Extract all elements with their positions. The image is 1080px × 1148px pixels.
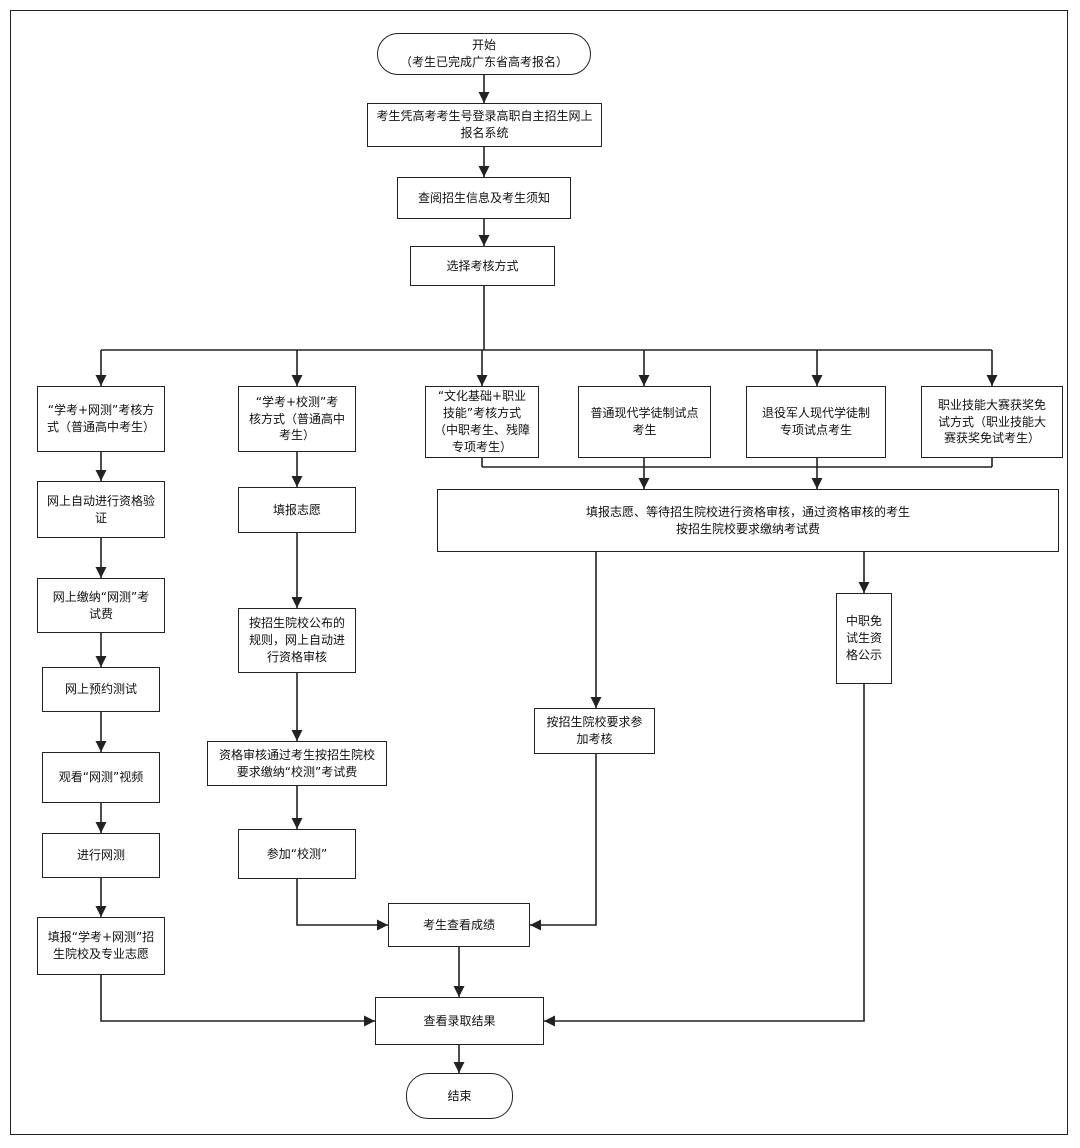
node-book-test: 网上预约测试 xyxy=(42,667,160,712)
node-auto-verify: 网上自动进行资格验 证 xyxy=(37,481,165,538)
node-read-info: 查阅招生信息及考生须知 xyxy=(397,177,571,219)
node-attend-assessment: 按招生院校要求参 加考核 xyxy=(534,708,655,754)
node-pay-wangce-fee: 网上缴纳“网测”考 试费 xyxy=(37,578,165,633)
node-method-veteran: 退役军人现代学徒制 专项试点考生 xyxy=(746,386,886,458)
node-method-wenhua-zhiye: “文化基础+职业 技能”考核方式 （中职考生、残障 专项考生） xyxy=(425,386,539,458)
node-do-wangce: 进行网测 xyxy=(42,833,160,878)
node-fill-wish-review: 填报志愿、等待招生院校进行资格审核，通过资格审核的考生 按招生院校要求缴纳考试费 xyxy=(437,489,1059,552)
arrow-publicity-to-result xyxy=(544,684,865,1027)
node-pay-xiaoce-fee: 资格审核通过考生按招生院校 要求缴纳“校测”考试费 xyxy=(207,741,387,786)
arrow-col1-to-result xyxy=(100,975,375,1027)
node-view-admission: 查看录取结果 xyxy=(375,997,544,1045)
diagram-frame xyxy=(10,10,1068,1135)
node-method-apprentice: 普通现代学徒制试点 考生 xyxy=(578,386,711,458)
node-fill-wish: 填报志愿 xyxy=(238,487,356,533)
node-start: 开始 （考生已完成广东省高考报名） xyxy=(377,33,591,75)
arrow-col2-to-score xyxy=(296,879,388,931)
node-end: 结束 xyxy=(406,1073,513,1119)
node-choose-method: 选择考核方式 xyxy=(410,246,555,286)
node-exempt-publicity: 中职免 试生资 格公示 xyxy=(836,593,892,684)
node-method-competition: 职业技能大赛获奖免 试方式（职业技能大 赛获奖免试考生） xyxy=(921,386,1063,458)
arrow-assess-to-score xyxy=(530,754,597,931)
node-method-xueka-wangce: “学考+网测”考核方 式（普通高中考生） xyxy=(37,386,165,452)
node-view-scores: 考生查看成绩 xyxy=(388,903,530,947)
node-method-xueka-xiaoce: “学考+校测”考 核方式（普通高中 考生） xyxy=(238,386,356,452)
node-auto-qualify: 按招生院校公布的 规则，网上自动进 行资格审核 xyxy=(238,608,356,673)
node-join-xiaoce: 参加“校测” xyxy=(238,829,356,879)
node-fill-wish-wangce: 填报“学考+网测”招 生院校及专业志愿 xyxy=(37,917,165,975)
node-login: 考生凭高考考生号登录高职自主招生网上 报名系统 xyxy=(367,103,602,147)
node-watch-video: 观看“网测”视频 xyxy=(42,752,160,803)
